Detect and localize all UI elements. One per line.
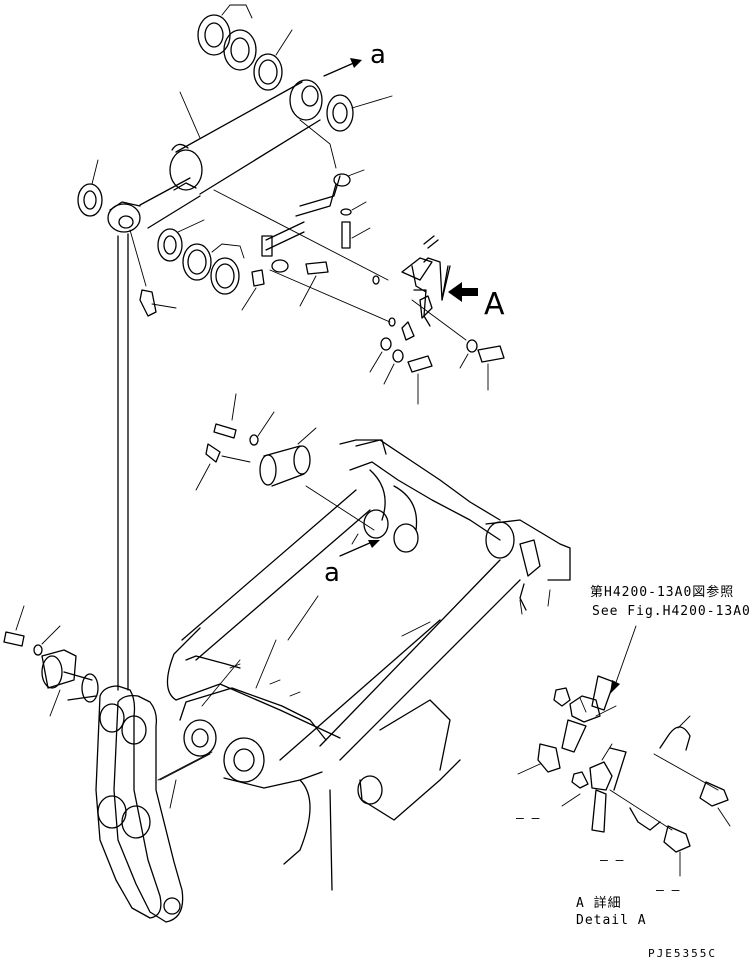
bellcrank-link <box>3 605 213 923</box>
hose-clamp-assembly <box>213 119 505 405</box>
detail-a-jp: A 詳細 <box>576 896 622 911</box>
cylinder-assembly <box>77 4 393 317</box>
ref-a-label-top: a <box>370 40 386 70</box>
figure-reference-en: See Fig.H4200-13A0 <box>592 604 751 619</box>
figure-reference-jp: 第H4200-13A0図参照 <box>590 585 735 600</box>
boom-frame <box>117 233 571 891</box>
drawing-code: PJE5355C <box>648 947 717 960</box>
blank-mark-2: – – <box>600 853 624 868</box>
arrow-a-top <box>323 58 362 77</box>
blank-mark-1: – – <box>516 811 540 826</box>
ref-a-label-mid: a <box>324 558 340 588</box>
detail-a-drawing <box>517 625 731 877</box>
blank-mark-3: – – <box>656 883 680 898</box>
pin-assembly-middle <box>195 393 375 531</box>
view-a-label: A <box>484 287 505 322</box>
detail-a-en: Detail A <box>576 913 647 928</box>
